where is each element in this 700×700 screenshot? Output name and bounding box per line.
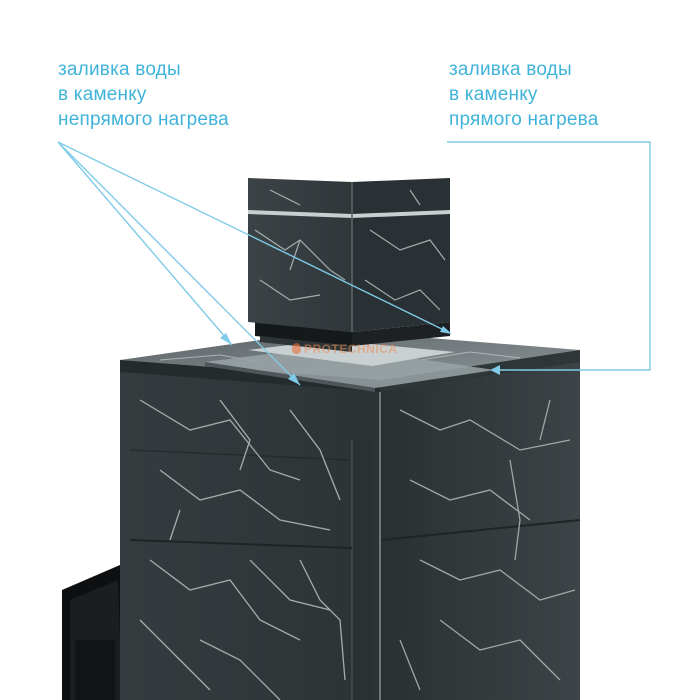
flame-drop-icon <box>292 343 301 354</box>
callout-left-1 <box>57 141 233 346</box>
label-line: в каменку <box>58 84 147 105</box>
callout-lines <box>57 141 651 386</box>
label-line: в каменку <box>449 84 538 105</box>
firebox-door <box>62 565 135 700</box>
label-direct-heating: заливка воды в каменку прямого нагрева <box>449 57 599 132</box>
callout-arrowheads <box>220 326 500 385</box>
chimney <box>248 178 450 332</box>
watermark: PROTECHNICA <box>292 342 398 356</box>
callout-right <box>447 141 651 371</box>
label-indirect-heating: заливка воды в каменку непрямого нагрева <box>58 57 229 132</box>
label-line: заливка воды <box>449 59 572 80</box>
label-line: прямого нагрева <box>449 109 599 130</box>
callout-left-3 <box>57 141 451 334</box>
label-line: непрямого нагрева <box>58 109 229 130</box>
chimney-base <box>255 322 450 352</box>
callout-left-2 <box>57 141 301 386</box>
label-line: заливка воды <box>58 59 181 80</box>
